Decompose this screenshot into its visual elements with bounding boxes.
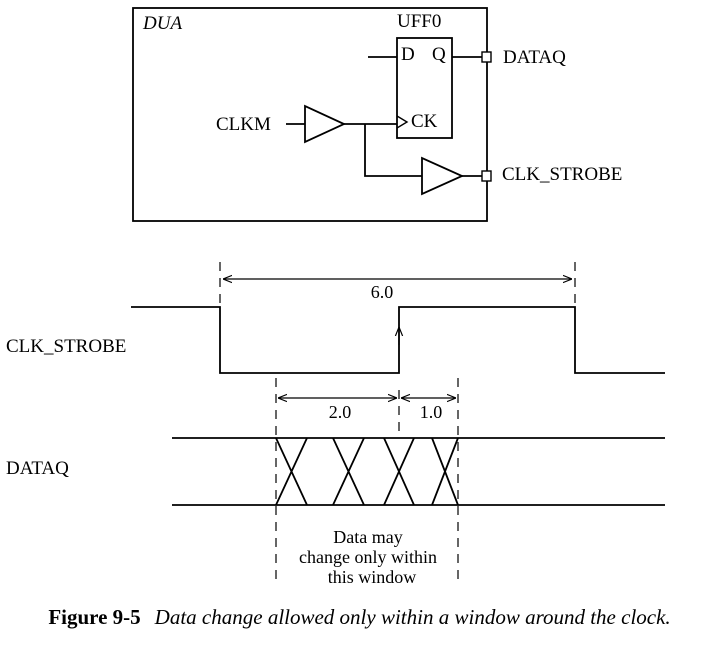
- clk-strobe-port: [481, 170, 492, 182]
- flip-flop-name: UFF0: [397, 11, 441, 32]
- pin-q-label: Q: [432, 44, 446, 65]
- window-note-line-2: change only within: [299, 547, 437, 567]
- dataq-port-label: DATAQ: [503, 47, 566, 68]
- clk-strobe-waveform: [131, 306, 665, 374]
- dua-block: DUA: [132, 7, 488, 222]
- figure-caption: Figure 9-5 Data change allowed only withi…: [0, 604, 719, 630]
- pin-ck-label: CK: [411, 111, 438, 132]
- dataq-signal-label: DATAQ: [6, 458, 69, 479]
- dua-label: DUA: [142, 13, 182, 34]
- window-note-line-3: this window: [328, 567, 417, 587]
- timing-guides: [219, 262, 576, 585]
- setup-value: 2.0: [329, 402, 352, 422]
- window-note-line-1: Data may: [333, 527, 402, 547]
- clkm-buffer-icon: [304, 104, 347, 144]
- window-note: Data may change only within this window: [299, 527, 437, 587]
- dataq-transition-crosses: [275, 437, 459, 506]
- clock-pin-wedge: [396, 115, 409, 129]
- strobe-branch-wire: [364, 124, 422, 177]
- circuit-wiring: [286, 56, 482, 177]
- strobe-buffer-icon: [421, 156, 465, 196]
- dataq-waveform: [172, 437, 665, 506]
- flip-flop-uff0: UFF0 D Q CK: [396, 11, 453, 139]
- figure-caption-text: Data change allowed only within a window…: [154, 605, 671, 629]
- clk-strobe-port-label: CLK_STROBE: [502, 164, 622, 185]
- flip-flop-body: [396, 37, 453, 139]
- period-value: 6.0: [371, 282, 394, 302]
- hold-value: 1.0: [420, 402, 443, 422]
- clkm-label: CLKM: [216, 114, 271, 135]
- clk-strobe-signal-label: CLK_STROBE: [6, 336, 126, 357]
- figure-number: Figure 9-5: [48, 605, 141, 629]
- dua-outline: [132, 7, 488, 222]
- pin-d-label: D: [401, 44, 415, 65]
- dataq-port: [481, 51, 492, 63]
